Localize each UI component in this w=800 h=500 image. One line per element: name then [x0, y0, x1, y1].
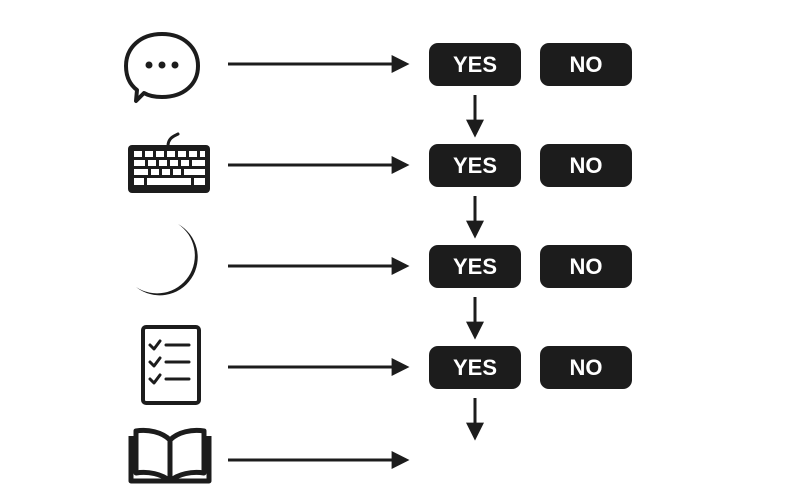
- keyboard-icon: [128, 132, 210, 193]
- yes-label: YES: [453, 52, 497, 77]
- yes-button-3[interactable]: YES: [429, 245, 521, 288]
- yes-label: YES: [453, 355, 497, 380]
- open-book-icon: [128, 427, 212, 484]
- yes-label: YES: [453, 153, 497, 178]
- no-label: NO: [570, 254, 603, 279]
- yes-label: YES: [453, 254, 497, 279]
- no-button-3[interactable]: NO: [540, 245, 632, 288]
- yes-button-4[interactable]: YES: [429, 346, 521, 389]
- yes-button-2[interactable]: YES: [429, 144, 521, 187]
- no-label: NO: [570, 355, 603, 380]
- speech-bubble-icon: [124, 32, 200, 103]
- no-button-4[interactable]: NO: [540, 346, 632, 389]
- no-label: NO: [570, 153, 603, 178]
- crescent-moon-icon: [136, 224, 198, 296]
- no-button-2[interactable]: NO: [540, 144, 632, 187]
- checklist-icon: [141, 325, 201, 405]
- no-button-1[interactable]: NO: [540, 43, 632, 86]
- no-label: NO: [570, 52, 603, 77]
- yes-button-1[interactable]: YES: [429, 43, 521, 86]
